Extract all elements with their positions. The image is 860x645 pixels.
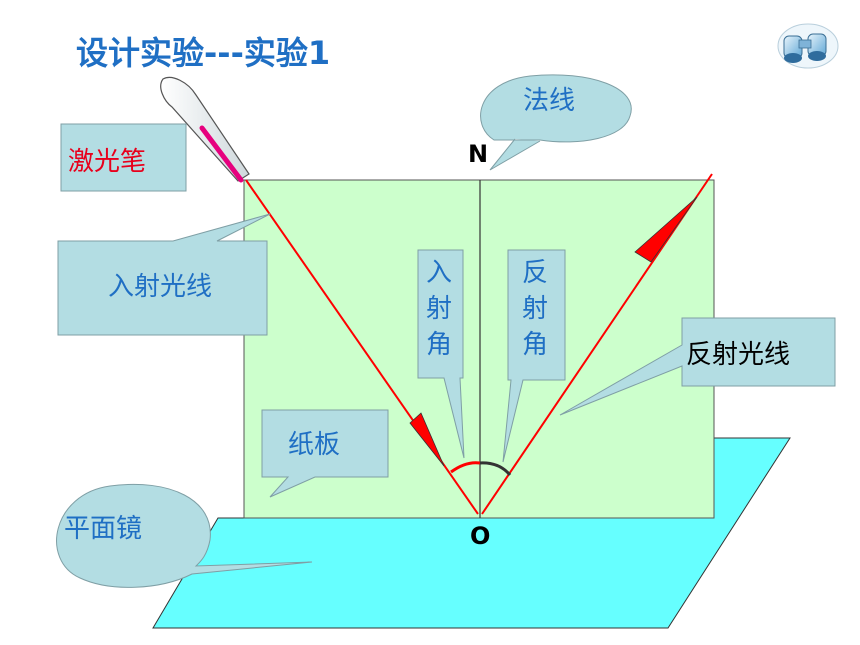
reflected-ray (481, 173, 713, 515)
cardboard-callout (261, 409, 389, 498)
reflection-angle-arc (479, 461, 512, 477)
reflected-ray-label: 反射光线 (686, 340, 791, 370)
reflection-angle-label: 反 射 角 (522, 258, 549, 360)
reflected-arrowhead (634, 196, 698, 263)
mirror-label: 平面镜 (64, 514, 143, 544)
laser-pen-callout (60, 123, 187, 192)
reflected-ray-callout (559, 317, 836, 416)
normal-label: 法线 (523, 86, 576, 116)
point-n-label: N (468, 140, 489, 168)
incident-ray-label: 入射光线 (108, 272, 213, 302)
laser-pen (160, 76, 250, 183)
page-title: 设计实验---实验1 (76, 34, 331, 72)
normal-callout (480, 74, 632, 171)
incident-arrowhead (409, 412, 445, 467)
mirror-callout (56, 483, 313, 588)
laser-pen-label: 激光笔 (68, 147, 147, 177)
point-o-label: O (470, 522, 491, 550)
incident-ray-callout (57, 213, 271, 336)
cardboard-label: 纸板 (288, 430, 341, 460)
binoculars-icon (777, 23, 839, 69)
reflection-angle-callout (502, 249, 566, 463)
incidence-angle-arc (450, 461, 481, 474)
incidence-angle-callout (417, 249, 465, 459)
incidence-angle-label: 入 射 角 (426, 258, 453, 360)
